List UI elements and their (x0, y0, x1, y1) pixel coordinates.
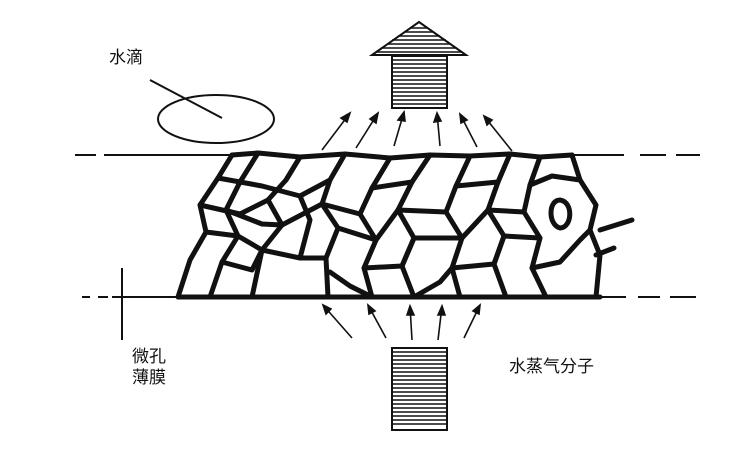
water-drop-leader (149, 79, 223, 119)
micro-porous-membrane-label: 微孔 薄膜 (132, 347, 166, 389)
water-vapor-label: 水蒸气分子 (509, 357, 594, 377)
bottom-hatched-block (391, 347, 448, 431)
water-drop-label: 水滴 (109, 48, 143, 68)
membrane-label-line-1: 微孔 (132, 347, 166, 367)
top-hatched-arrow (368, 20, 470, 109)
vapor-arrows-bottom (321, 303, 482, 341)
water-drop-ellipse (157, 94, 275, 144)
membrane-label-line-2: 薄膜 (132, 368, 166, 388)
vapor-arrows-top (321, 109, 513, 152)
pore-network (175, 150, 635, 300)
